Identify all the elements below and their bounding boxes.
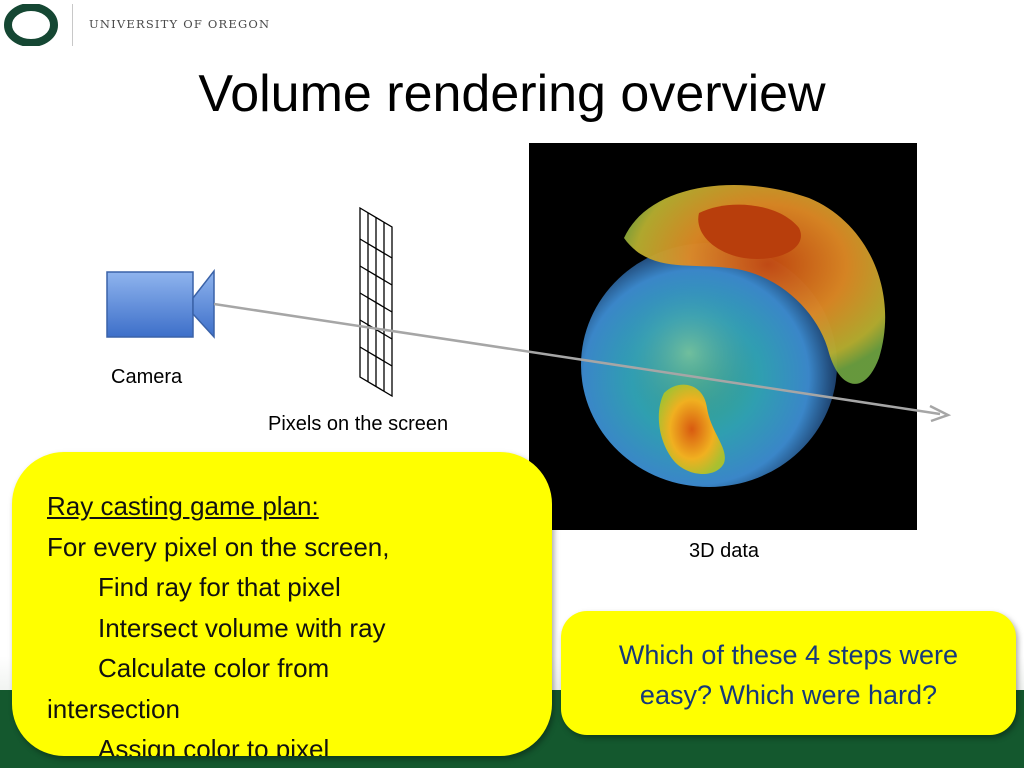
pixel-screen-grid bbox=[359, 206, 393, 398]
plan-step: Calculate color from bbox=[98, 653, 330, 683]
plan-step: For every pixel on the screen, bbox=[47, 531, 390, 562]
plan-step: Find ray for that pixel bbox=[98, 572, 341, 602]
slide-title: Volume rendering overview bbox=[198, 65, 826, 123]
header-divider bbox=[72, 4, 73, 46]
plan-step: intersection bbox=[47, 693, 180, 724]
plan-step: Assign color to pixel bbox=[98, 734, 330, 756]
volume-rendering-image bbox=[529, 143, 917, 530]
question-callout: Which of these 4 steps were easy? Which … bbox=[561, 611, 1016, 735]
data-label: 3D data bbox=[689, 540, 760, 562]
plan-heading: Ray casting game plan: bbox=[47, 491, 319, 521]
university-name: UNIVERSITY OF OREGON bbox=[89, 17, 271, 31]
pixels-label: Pixels on the screen bbox=[268, 413, 449, 435]
question-line: Which of these 4 steps were bbox=[618, 640, 959, 670]
plan-step: Intersect volume with ray bbox=[98, 612, 386, 643]
video-camera-icon bbox=[106, 268, 215, 339]
question-line: easy? Which were hard? bbox=[639, 680, 938, 710]
camera-label: Camera bbox=[111, 366, 183, 388]
game-plan-callout: Ray casting game plan: For every pixel o… bbox=[12, 452, 552, 756]
uo-o-logo-icon bbox=[4, 3, 58, 47]
